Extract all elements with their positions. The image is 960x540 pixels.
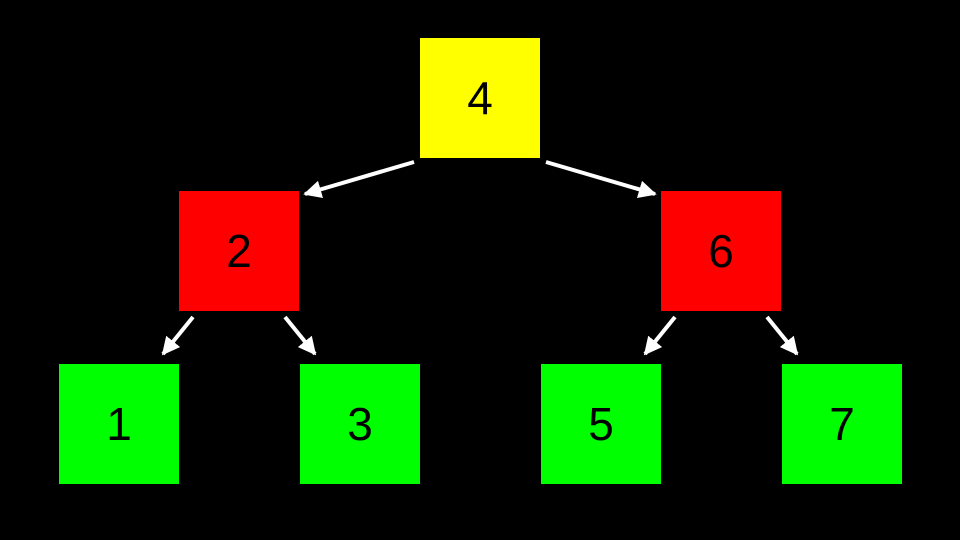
edge-arrow-n4-n2 bbox=[303, 160, 415, 199]
node-label: 7 bbox=[829, 398, 855, 450]
node-label: 6 bbox=[708, 225, 734, 277]
edge-arrow-n2-n3 bbox=[283, 315, 317, 356]
node-label: 2 bbox=[226, 225, 252, 277]
tree-node-1: 1 bbox=[59, 364, 179, 484]
node-label: 3 bbox=[347, 398, 373, 450]
node-label: 1 bbox=[106, 398, 132, 450]
edges-layer bbox=[161, 160, 799, 356]
leaf-node-box bbox=[300, 364, 420, 484]
leaf-node-box bbox=[541, 364, 661, 484]
edge-arrow-n6-n5 bbox=[643, 315, 677, 356]
internal-node-box bbox=[179, 191, 299, 311]
tree-node-7: 7 bbox=[782, 364, 902, 484]
tree-node-2: 2 bbox=[179, 191, 299, 311]
leaf-node-box bbox=[782, 364, 902, 484]
root-node-box bbox=[420, 38, 540, 158]
node-label: 4 bbox=[467, 72, 493, 124]
edge-arrow-n6-n7 bbox=[765, 315, 799, 356]
tree-node-6: 6 bbox=[661, 191, 781, 311]
nodes-layer: 4 2 6 1 3 5 7 bbox=[59, 38, 902, 484]
tree-node-5: 5 bbox=[541, 364, 661, 484]
tree-node-4: 4 bbox=[420, 38, 540, 158]
edge-arrow-n4-n6 bbox=[545, 160, 657, 199]
internal-node-box bbox=[661, 191, 781, 311]
node-label: 5 bbox=[588, 398, 614, 450]
edge-arrow-n2-n1 bbox=[161, 315, 195, 356]
tree-node-3: 3 bbox=[300, 364, 420, 484]
leaf-node-box bbox=[59, 364, 179, 484]
